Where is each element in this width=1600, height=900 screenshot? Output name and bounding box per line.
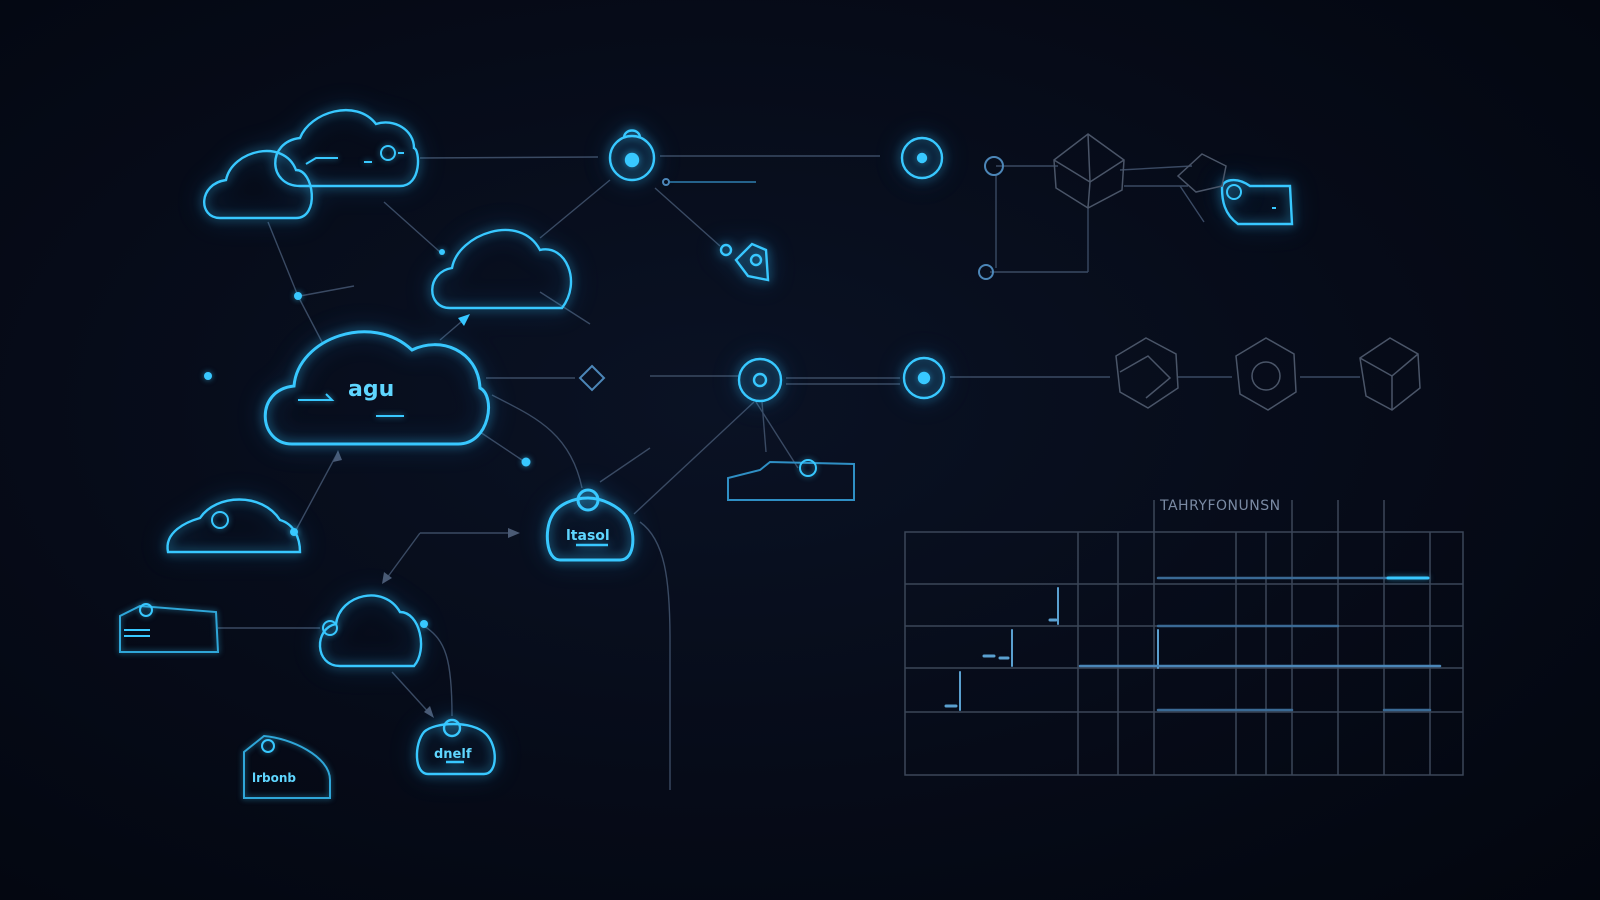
polyhedron-edge — [1087, 133, 1091, 183]
connector-line — [1179, 185, 1205, 223]
connector-line — [599, 447, 651, 483]
status-ring-icon — [799, 459, 817, 477]
cloud-ring-icon — [380, 145, 396, 161]
diamond-icon — [578, 364, 606, 392]
main-cloud-label: agu — [348, 377, 394, 402]
connector-line — [423, 625, 453, 717]
bottom-node-label: dnelf — [434, 747, 472, 762]
hollow-dot-icon — [978, 264, 994, 280]
connector-line — [633, 401, 755, 515]
polyhedron-shapes — [1053, 133, 1421, 411]
ring-node-icon — [902, 356, 946, 400]
folder-ring-icon — [139, 603, 153, 617]
connector-line — [267, 221, 299, 297]
cloud-detail-line — [305, 157, 338, 165]
hollow-dot-icon — [984, 156, 1004, 176]
ring-node-dot-icon — [917, 371, 931, 385]
hollow-dot-icon — [662, 178, 670, 186]
cloud-ring-icon — [322, 620, 338, 636]
cloud-icon — [263, 330, 490, 446]
connector-line — [479, 431, 526, 463]
connector-dots — [204, 249, 531, 628]
polyhedron-icon — [1235, 337, 1297, 411]
arrow-head-icon — [508, 528, 520, 538]
status-card-icon — [727, 460, 855, 501]
cloud-icon — [431, 229, 573, 310]
connector-lines — [218, 155, 1360, 790]
ring-node-icon — [737, 357, 783, 403]
cloud-ring-icon — [211, 511, 229, 529]
connector-dot — [204, 372, 212, 380]
connector-dot — [294, 292, 302, 300]
house-ring-icon — [261, 739, 275, 753]
arrow-head-icon — [424, 706, 434, 718]
connector-dot — [521, 457, 531, 467]
cloud-details — [211, 145, 404, 636]
polyhedron-edge — [1087, 181, 1091, 209]
connector-line — [299, 285, 355, 297]
pin-node-dot-icon — [624, 152, 640, 168]
cloud-icon — [203, 149, 313, 220]
hub-node-label: ltasol — [566, 528, 610, 544]
tag-ring-icon — [749, 253, 763, 267]
polyhedron-edge — [1251, 361, 1281, 391]
connector-dot — [290, 528, 298, 536]
small-card-label: lrbonb — [252, 771, 296, 785]
connector-line — [539, 179, 611, 239]
tag-node-icon — [734, 242, 770, 282]
cloud-group — [166, 108, 573, 668]
connector-line — [297, 295, 323, 343]
connector-line — [1119, 165, 1193, 171]
ring-node-dot-icon — [916, 152, 928, 164]
polyhedron-icon — [1115, 337, 1179, 409]
connector-line — [419, 156, 599, 159]
connector-line — [391, 671, 433, 717]
connector-line — [383, 532, 421, 583]
connector-line — [639, 521, 671, 790]
tag-ring-icon — [719, 243, 733, 257]
pin-nodes — [415, 129, 946, 776]
panel-title: TAHRYFONUNSN — [1159, 498, 1281, 514]
polyhedron-edge — [1119, 355, 1172, 399]
folder-card-icon — [1220, 178, 1294, 226]
connector-dot — [420, 620, 428, 628]
polyhedron-icon — [1176, 153, 1227, 193]
table-frame — [904, 531, 1464, 776]
polyhedron-icon — [1359, 337, 1421, 411]
ring-node-dot-icon — [752, 372, 768, 388]
polyhedron-edge — [1359, 353, 1419, 377]
hub-node-icon — [545, 496, 635, 562]
connector-line — [491, 394, 583, 489]
pin-node-icon — [608, 134, 656, 182]
table-grid — [904, 500, 1464, 776]
card-shapes — [119, 178, 1294, 799]
cloud-icon — [274, 108, 420, 188]
cloud-icon — [318, 594, 423, 668]
cloud-icon — [166, 498, 302, 554]
connector-line — [539, 291, 591, 325]
arrow-heads — [333, 314, 520, 718]
table-data-marks — [944, 576, 1442, 712]
arrow-head-icon — [458, 314, 470, 326]
arrow-head-icon — [382, 572, 392, 584]
arrow-head-icon — [333, 450, 342, 462]
hollow-dots — [662, 156, 1004, 280]
cloud-detail-line — [298, 393, 335, 401]
connector-line — [654, 187, 721, 247]
house-card-icon — [243, 734, 331, 799]
connector-line — [295, 451, 339, 531]
connector-line — [383, 201, 441, 253]
pin-node-icon — [622, 129, 642, 139]
connector-dot — [439, 249, 445, 255]
folder-ring-icon — [1226, 184, 1242, 200]
folder-card-icon — [119, 604, 220, 653]
hub-node-ring-icon — [576, 488, 600, 512]
badge-ring-icon — [442, 718, 462, 738]
ring-node-icon — [900, 136, 944, 180]
connector-line — [761, 401, 767, 453]
